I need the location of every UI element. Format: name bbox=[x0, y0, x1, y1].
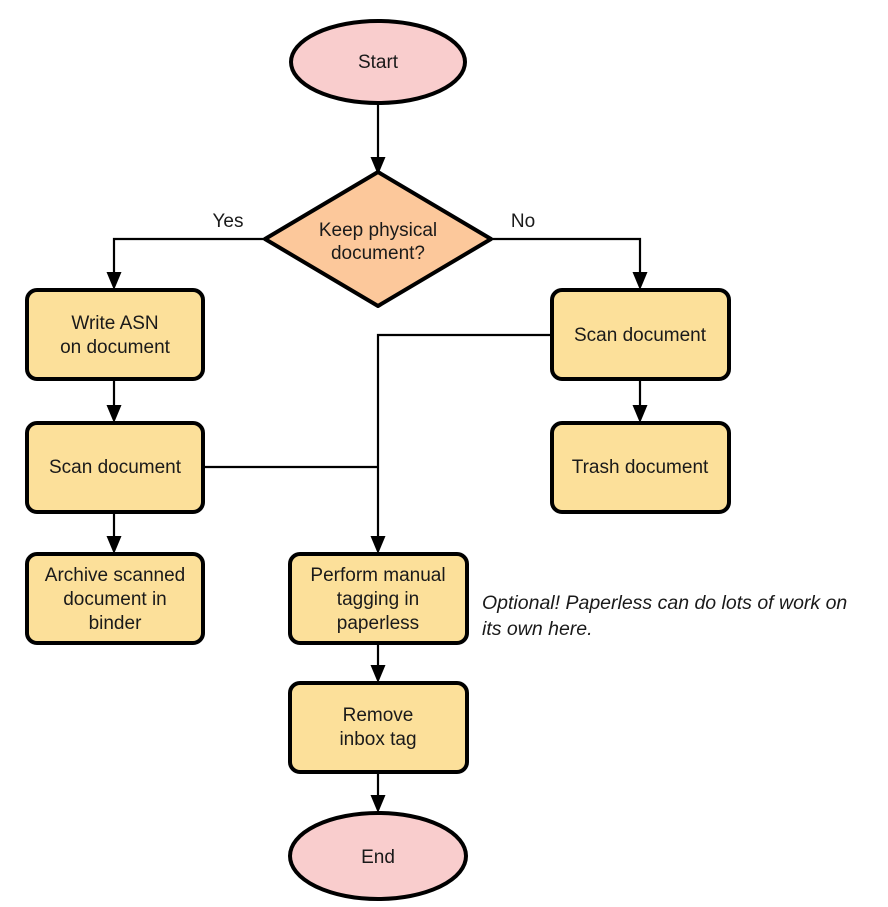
edge-label-no: No bbox=[511, 211, 535, 232]
trash-document-rect-shape bbox=[550, 421, 731, 514]
node-trash-document[interactable]: Trash document bbox=[550, 421, 731, 514]
annotation-optional-note: Optional! Paperless can do lots of work … bbox=[482, 592, 847, 640]
scan-document-right-rect-shape bbox=[550, 288, 731, 381]
write-asn-label-line1: Write ASN bbox=[71, 313, 158, 334]
tagging-label-line3: paperless bbox=[337, 613, 419, 634]
edge-write-asn-to-scan-left bbox=[106, 379, 122, 423]
edge-scan-right-to-trash bbox=[632, 379, 648, 423]
archive-label-line3: binder bbox=[89, 613, 142, 634]
node-write-asn-on-document[interactable]: Write ASN on document bbox=[25, 288, 205, 381]
edge-decision-to-write-asn bbox=[106, 237, 265, 290]
scan-document-left-rect-shape bbox=[25, 421, 205, 514]
archive-label-line2: document in bbox=[63, 589, 167, 610]
edge-decision-to-scan-right bbox=[491, 237, 648, 290]
edge-start-to-decision bbox=[370, 105, 386, 175]
end-label: End bbox=[361, 847, 395, 868]
remove-inbox-label-line2: inbox tag bbox=[339, 729, 416, 750]
scan-document-left-label: Scan document bbox=[49, 457, 182, 478]
edge-labels-layer: Yes No bbox=[213, 211, 536, 232]
remove-inbox-label-line1: Remove bbox=[343, 705, 414, 726]
end-ellipse-shape bbox=[288, 811, 468, 901]
nodes-layer: Start Keep physical document? Write ASN … bbox=[25, 19, 731, 901]
node-scan-document-left[interactable]: Scan document bbox=[25, 421, 205, 514]
tagging-label-line1: Perform manual bbox=[310, 565, 445, 586]
edge-remove-inbox-to-end bbox=[370, 772, 386, 813]
node-start[interactable]: Start bbox=[289, 19, 467, 105]
edges-layer bbox=[106, 105, 648, 813]
archive-rect-shape bbox=[25, 552, 205, 645]
node-decision-keep-physical-document[interactable]: Keep physical document? bbox=[263, 170, 493, 308]
decision-diamond-shape bbox=[263, 170, 493, 308]
tagging-rect-shape bbox=[288, 552, 469, 645]
start-ellipse-shape bbox=[289, 19, 467, 105]
edge-scan-left-to-archive bbox=[106, 511, 122, 554]
trash-document-label: Trash document bbox=[572, 457, 709, 478]
archive-label-line1: Archive scanned bbox=[45, 565, 185, 586]
remove-inbox-rect-shape bbox=[288, 681, 469, 774]
write-asn-rect-shape bbox=[25, 288, 205, 381]
edge-scan-right-to-tagging bbox=[370, 333, 552, 554]
node-perform-manual-tagging[interactable]: Perform manual tagging in paperless bbox=[288, 552, 469, 645]
tagging-label-line2: tagging in bbox=[337, 589, 419, 610]
optional-note-line1: Optional! Paperless can do lots of work … bbox=[482, 592, 847, 614]
decision-label-line1: Keep physical bbox=[319, 220, 437, 241]
node-scan-document-right[interactable]: Scan document bbox=[550, 288, 731, 381]
node-end[interactable]: End bbox=[288, 811, 468, 901]
decision-label-line2: document? bbox=[331, 243, 425, 264]
write-asn-label-line2: on document bbox=[60, 337, 171, 358]
node-archive-scanned-document[interactable]: Archive scanned document in binder bbox=[25, 552, 205, 645]
edge-tagging-to-remove-inbox bbox=[370, 643, 386, 683]
scan-document-right-label: Scan document bbox=[574, 325, 707, 346]
node-remove-inbox-tag[interactable]: Remove inbox tag bbox=[288, 681, 469, 774]
start-label: Start bbox=[358, 52, 399, 73]
optional-note-line2: its own here. bbox=[482, 618, 593, 640]
edge-label-yes: Yes bbox=[213, 211, 244, 232]
